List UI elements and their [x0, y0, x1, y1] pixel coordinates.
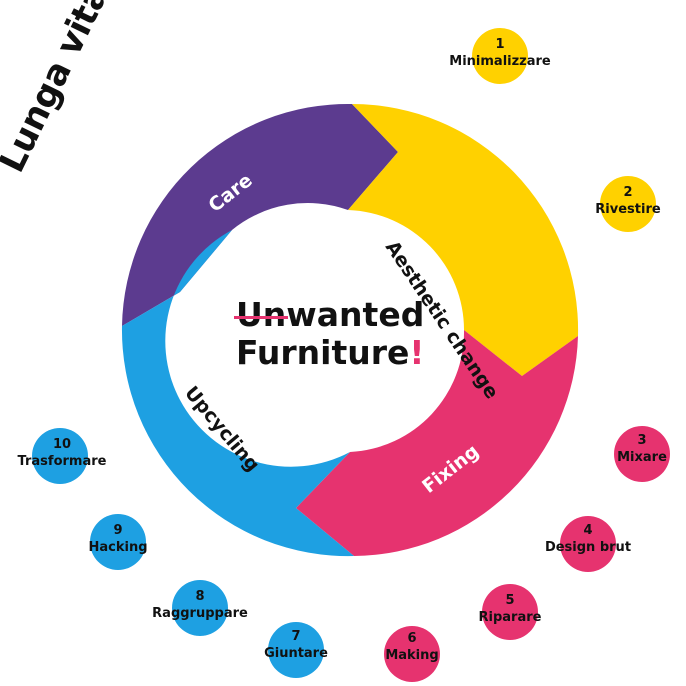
- step-text-7: Giuntare: [264, 646, 328, 661]
- step-label-2: 2 Rivestire: [558, 184, 686, 218]
- center-word-furniture: Furniture: [236, 333, 410, 372]
- step-bubble-2: [600, 176, 656, 232]
- step-number-8: 8: [195, 589, 205, 604]
- step-text-9: Hacking: [88, 540, 148, 555]
- center-exclamation: !: [409, 333, 425, 372]
- step-number-5: 5: [505, 593, 515, 608]
- step-bubble-3: [614, 426, 670, 482]
- step-bubble-7: [268, 622, 324, 678]
- step-text-1: Minimalizzare: [449, 54, 551, 69]
- step-bubble-9: [90, 514, 146, 570]
- segment-fixing: [296, 330, 578, 556]
- step-label-3: 3 Mixare: [572, 432, 686, 466]
- step-number-3: 3: [637, 433, 647, 448]
- step-label-4: 4 Design brut: [518, 522, 658, 556]
- step-text-5: Riparare: [478, 610, 542, 625]
- step-text-2: Rivestire: [595, 202, 661, 217]
- step-label-7: 7 Giuntare: [226, 628, 366, 662]
- step-text-4: Design brut: [544, 540, 632, 555]
- step-text-8: Raggruppare: [152, 606, 248, 621]
- step-label-1: 1 Minimalizzare: [430, 36, 570, 70]
- step-text-6: Making: [385, 648, 439, 663]
- segment-upcycling: [121, 230, 355, 557]
- step-label-5: 5 Riparare: [440, 592, 580, 626]
- step-text-10: Trasformare: [17, 454, 107, 469]
- step-number-7: 7: [291, 629, 301, 644]
- step-number-6: 6: [407, 631, 417, 646]
- step-label-9: 9 Hacking: [48, 522, 188, 556]
- step-number-1: 1: [495, 37, 505, 52]
- center-struck-text: Un: [233, 295, 289, 334]
- step-bubble-10: [32, 428, 88, 484]
- step-bubble-5: [482, 584, 538, 640]
- step-bubble-1: [472, 28, 528, 84]
- step-number-9: 9: [113, 523, 123, 538]
- step-number-2: 2: [623, 185, 633, 200]
- step-text-3: Mixare: [617, 450, 667, 465]
- segment-care: [122, 103, 398, 326]
- step-bubble-4: [560, 516, 616, 572]
- segment-aesthetic-change: [348, 103, 579, 376]
- step-number-4: 4: [583, 523, 593, 538]
- step-label-8: 8 Raggruppare: [130, 588, 270, 622]
- center-title: Unwanted Furniture!: [233, 295, 476, 372]
- step-number-10: 10: [52, 437, 72, 452]
- center-word-wanted: wanted: [286, 295, 425, 334]
- step-label-10: 10 Trasformare: [0, 436, 132, 470]
- step-bubble-8: [172, 580, 228, 636]
- step-label-6: 6 Making: [342, 630, 482, 664]
- step-bubble-6: [384, 626, 440, 682]
